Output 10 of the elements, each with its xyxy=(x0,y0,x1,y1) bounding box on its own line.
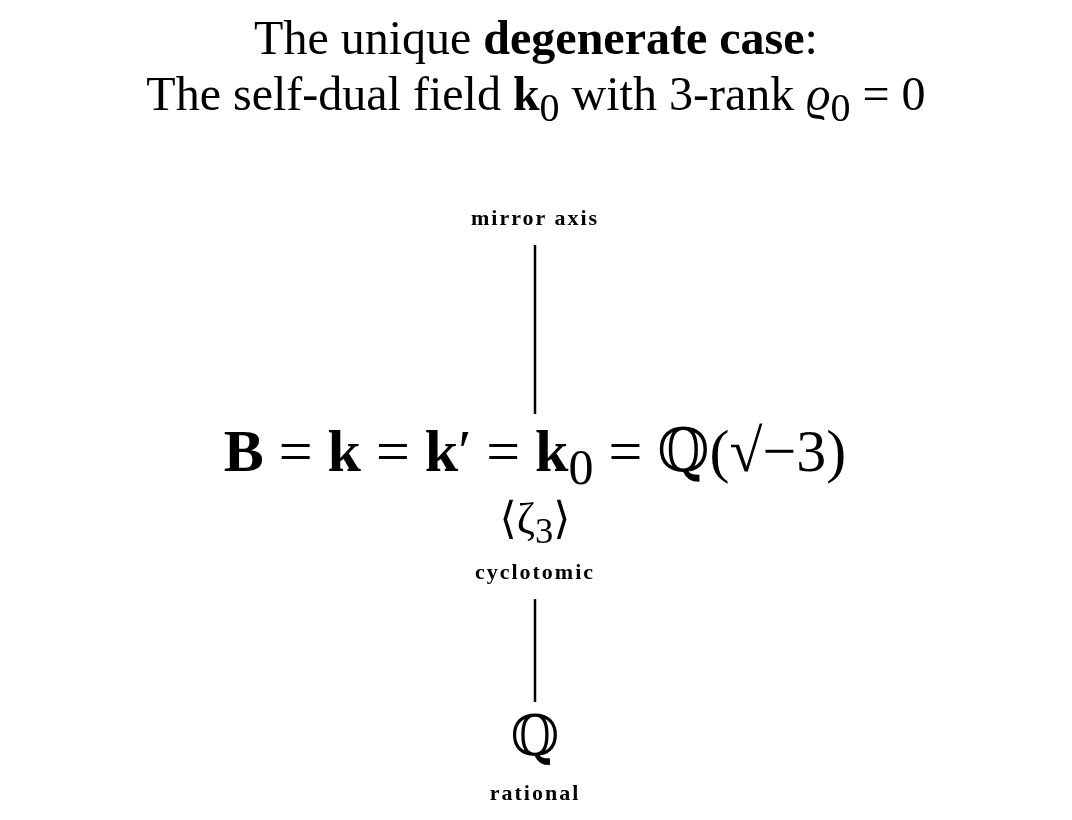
connector-line xyxy=(533,599,537,702)
connector-line xyxy=(533,245,537,414)
generator-label: ⟨ζ$_{3}$⟩ xyxy=(499,495,571,552)
field-type-label: rational xyxy=(489,779,581,806)
axis-label: mirror axis xyxy=(470,205,600,231)
field-equation: B = k = k′ = k$_{0}$ = ℚ(√−3) xyxy=(223,418,847,495)
subtitle: The self-dual field k$_{0}$ with 3-rank ϱ$_{0}$ = 0 xyxy=(145,66,927,131)
field-type-label: cyclotomic xyxy=(474,559,596,586)
title: The unique degenerate case: xyxy=(253,10,819,65)
rational-field-symbol: ℚ xyxy=(510,706,560,768)
